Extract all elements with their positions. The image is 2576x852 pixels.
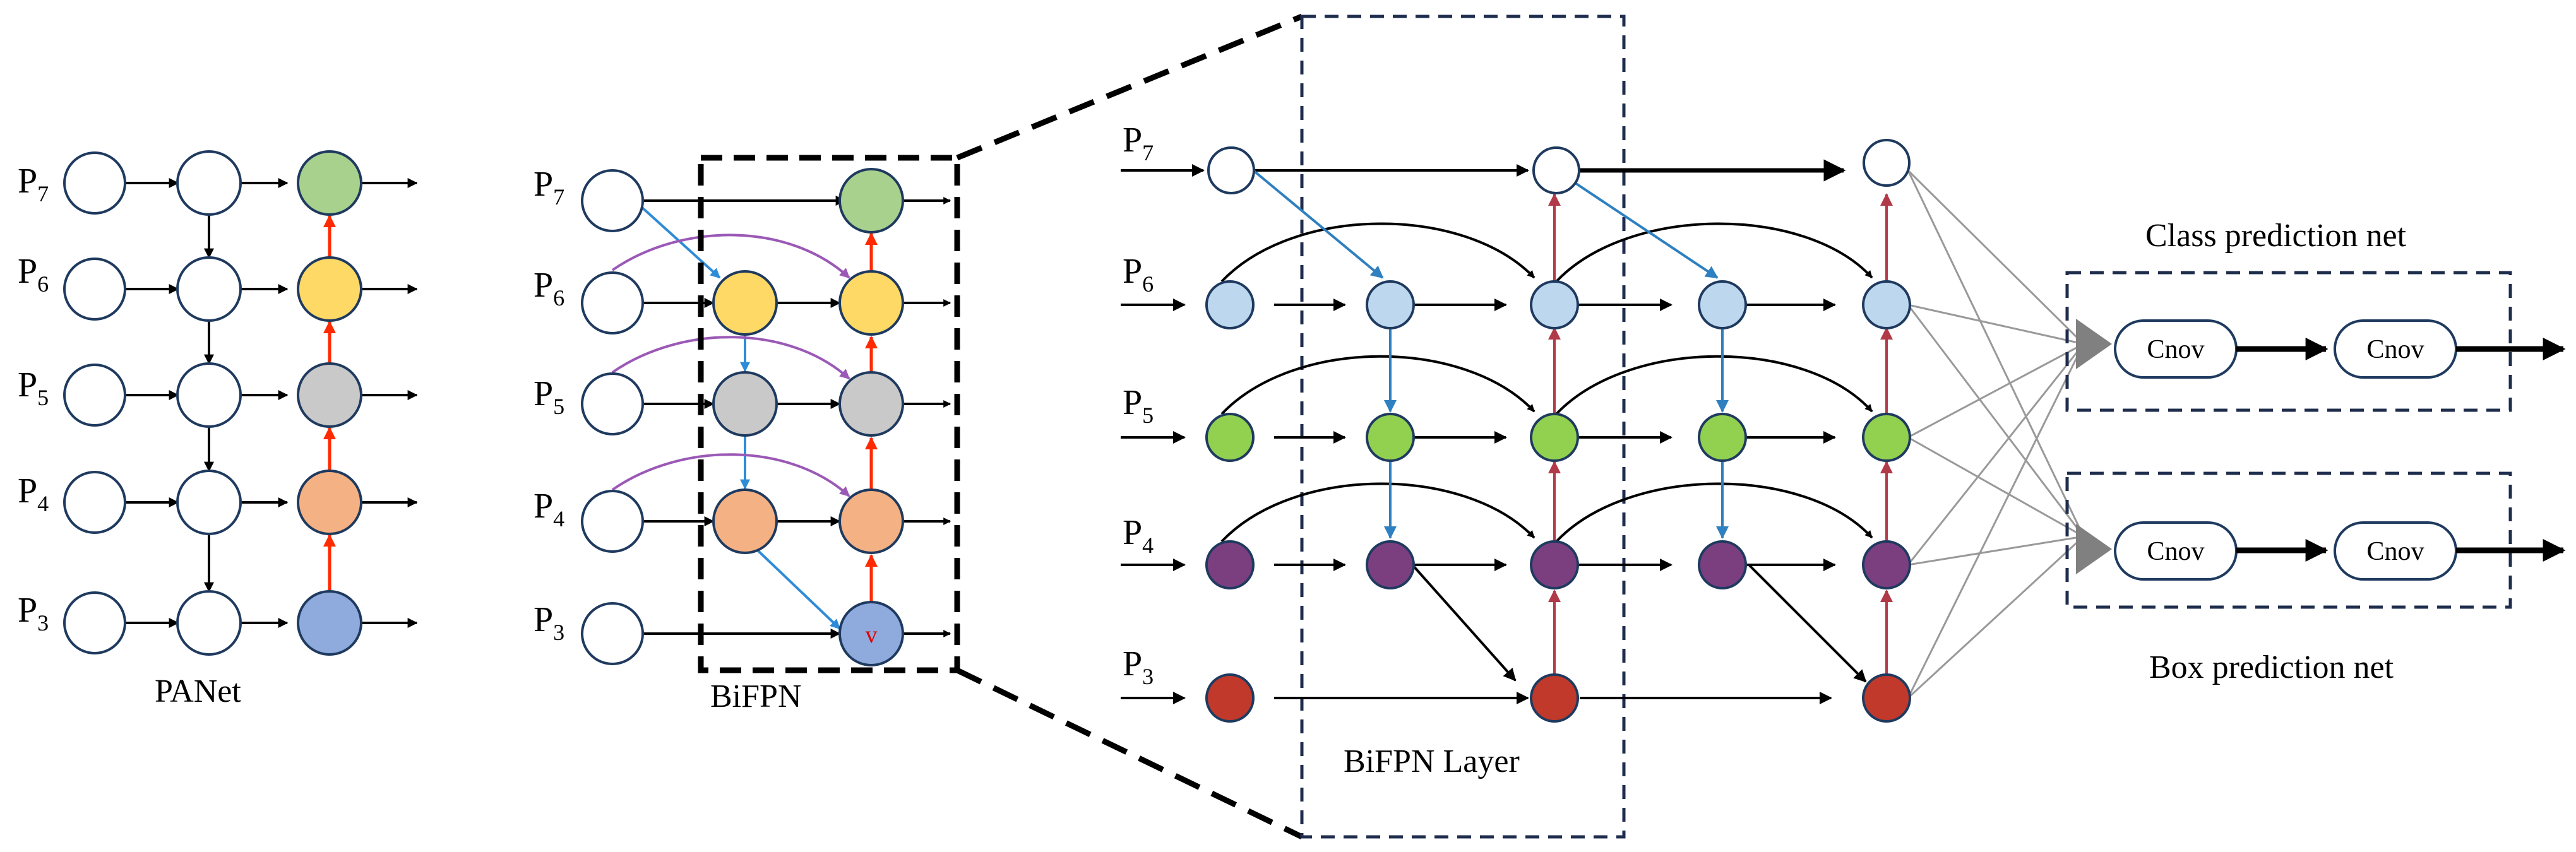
bifpn-p4-output-node — [838, 488, 904, 554]
bifpn-p6-input-node — [581, 271, 644, 334]
layer-label-p4: P4 — [1123, 513, 1154, 558]
layer-p6-topdown2-node — [1698, 280, 1747, 329]
bifpn-label-p3: P3 — [534, 600, 564, 645]
panet-label-p7: P7 — [18, 162, 49, 206]
layer-p4-mid-node — [1530, 540, 1579, 589]
zoom-connectors — [956, 13, 1303, 840]
layer-p4-topdown-node — [1366, 540, 1415, 589]
layer-label-p5: P5 — [1123, 383, 1154, 428]
panet-p7-output-node — [297, 150, 362, 216]
class-head-merge-arrow — [2076, 319, 2112, 369]
bifpn-p7-output-node — [838, 168, 904, 234]
panet-p4-topdown-node — [176, 470, 242, 535]
bifpn-layer-caption: BiFPN Layer — [1344, 743, 1520, 779]
bifpn-label-p4: P4 — [534, 487, 564, 531]
panet-p4-input-node — [63, 471, 126, 534]
bifpn-p3-output-node — [838, 601, 904, 666]
layer-p3-input-node — [1205, 673, 1255, 723]
panet-label-p3: P3 — [18, 591, 49, 636]
panet-caption: PANet — [155, 673, 241, 709]
bifpn-caption: BiFPN — [710, 678, 802, 714]
layer-p4-input-node — [1205, 540, 1255, 589]
panet-p3-output-node — [297, 590, 362, 656]
bifpn-p5-intermediate-node — [712, 371, 778, 437]
panet-p3-input-node — [63, 591, 126, 654]
layer-p4-output-node — [1862, 540, 1911, 589]
layer-p3-output-node — [1862, 673, 1911, 723]
bifpn-p4-intermediate-node — [712, 488, 778, 554]
bifpn-p6-intermediate-node — [712, 270, 778, 336]
bifpn-p7-input-node — [581, 169, 644, 232]
bifpn-p4-input-node — [581, 490, 644, 553]
panet-p5-input-node — [63, 364, 126, 427]
panet-p7-topdown-node — [176, 150, 242, 216]
panet-p6-output-node — [297, 256, 362, 322]
bifpn-label-p6: P6 — [534, 266, 564, 311]
panet-p6-input-node — [63, 257, 126, 321]
layer-p5-topdown2-node — [1698, 413, 1747, 462]
panet-label-p6: P6 — [18, 252, 49, 297]
box-head-title: Box prediction net — [2149, 649, 2394, 685]
layer-p7-mid-node — [1532, 146, 1580, 194]
panet-p3-topdown-node — [176, 590, 242, 656]
class-head-dashed-box — [2065, 271, 2512, 412]
layer-p3-mid-node — [1530, 673, 1579, 723]
layer-label-p6: P6 — [1123, 252, 1154, 297]
layer-p7-input-node — [1207, 146, 1255, 194]
bifpn-p5-output-node — [838, 371, 904, 437]
layer-p5-input-node — [1205, 413, 1255, 462]
bifpn-p3-input-node — [581, 602, 644, 665]
bifpn-layer-panel: P7 P6 P5 P4 P3 BiFPN Layer — [1121, 15, 2085, 839]
panet-p4-output-node — [297, 470, 362, 535]
layer-p6-mid-node — [1530, 280, 1579, 329]
bifpn-p5-input-node — [581, 372, 644, 435]
layer-p6-input-node — [1205, 280, 1255, 329]
box-head-cnov-2-label: Cnov — [2366, 537, 2424, 566]
bifpn-panel: v P7 P6 P5 P4 P3 BiFPN — [534, 155, 960, 714]
bifpn-p6-output-node — [838, 270, 904, 336]
panet-p7-input-node — [63, 151, 126, 215]
prediction-heads: Class prediction net Cnov Cnov Cnov Cnov… — [2065, 218, 2566, 685]
layer-p4-topdown2-node — [1698, 540, 1747, 589]
layer-p5-mid-node — [1530, 413, 1579, 462]
layer-p5-topdown-node — [1366, 413, 1415, 462]
panet-label-p4: P4 — [18, 471, 49, 516]
panet-p6-topdown-node — [176, 256, 242, 322]
layer-label-p3: P3 — [1123, 644, 1154, 689]
layer-p6-topdown-node — [1366, 280, 1415, 329]
class-head-cnov-2-label: Cnov — [2366, 335, 2424, 364]
panet-p5-output-node — [297, 362, 362, 428]
bifpn-label-p5: P5 — [534, 374, 564, 419]
bifpn-label-p7: P7 — [534, 165, 564, 210]
box-head-dashed-box — [2065, 471, 2512, 609]
panet-panel: P7 P6 P5 P4 P3 PANet — [18, 150, 418, 709]
layer-p7-output-node — [1863, 139, 1911, 187]
bifpn-p3-node-mark: v — [866, 622, 878, 648]
panet-p5-topdown-node — [176, 362, 242, 428]
class-head-cnov-1-label: Cnov — [2147, 335, 2204, 364]
box-head-merge-arrow — [2076, 524, 2112, 574]
layer-label-p7: P7 — [1123, 121, 1154, 165]
box-head-cnov-1-label: Cnov — [2147, 537, 2204, 566]
panet-label-p5: P5 — [18, 365, 49, 410]
bifpn-layer-dashed-box — [1300, 15, 1626, 839]
class-head-title: Class prediction net — [2145, 218, 2407, 254]
layer-p6-output-node — [1862, 280, 1911, 329]
layer-p5-output-node — [1862, 413, 1911, 462]
bifpn-dashed-box — [698, 155, 960, 673]
